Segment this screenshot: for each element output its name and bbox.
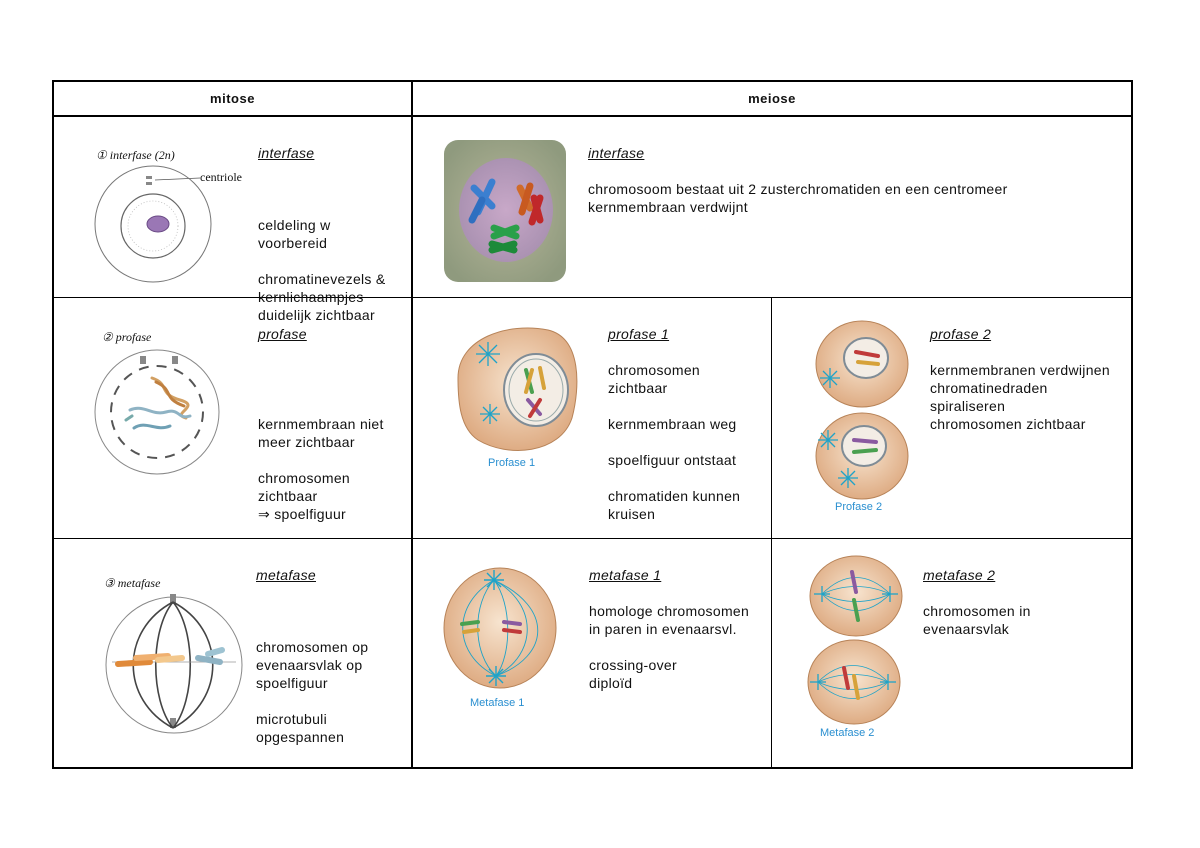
meiose-profase1-title: profase 1 bbox=[608, 326, 670, 342]
row-divider-1 bbox=[52, 297, 1133, 298]
meiose-interfase-text: chromosoom bestaat uit 2 zusterchromatid… bbox=[588, 181, 1008, 215]
mitose-interfase-text: celdeling w voorbereid chromatinevezels … bbox=[258, 217, 386, 323]
table-border-left bbox=[52, 80, 54, 769]
table-border-right bbox=[1131, 80, 1133, 769]
meiose-interfase-description: interfase chromosoom bestaat uit 2 zuste… bbox=[588, 126, 1128, 234]
meiose-metafase2-text: chromosomen in evenaarsvlak bbox=[923, 603, 1031, 637]
interfase-cell-drawing bbox=[94, 165, 212, 283]
mitose-interfase-description: interfase celdeling w voorbereid chromat… bbox=[258, 126, 408, 342]
meiose-interfase-title: interfase bbox=[588, 145, 645, 161]
meiose-metafase1-figure bbox=[443, 567, 557, 689]
header-divider bbox=[52, 115, 1133, 117]
mitose-interfase-title: interfase bbox=[258, 145, 315, 161]
meiose-metafase2-title: metafase 2 bbox=[923, 567, 996, 583]
meiose-profase2-figure bbox=[815, 320, 909, 500]
meiose-profase1-figure bbox=[457, 327, 578, 451]
mitose-profase-figure: ② profase bbox=[60, 320, 255, 485]
mitose-profase-description: profase kernmembraan niet meer zichtbaar… bbox=[258, 307, 408, 541]
meiose-profase2-text: kernmembranen verdwijnen chromatinedrade… bbox=[930, 362, 1110, 432]
metafase-cell-drawing bbox=[105, 594, 243, 734]
mitose-profase-title: profase bbox=[258, 326, 307, 342]
meiose-profase1-caption: Profase 1 bbox=[488, 457, 536, 469]
row-divider-2 bbox=[52, 538, 1133, 539]
centriole-callout: centriole bbox=[200, 170, 242, 184]
column-divider-meiose bbox=[771, 297, 772, 768]
meiose-metafase2-description: metafase 2 chromosomen in evenaarsvlak bbox=[923, 548, 1123, 656]
table-border-top bbox=[52, 80, 1133, 82]
meiose-metafase1-text: homologe chromosomen in paren in evenaar… bbox=[589, 603, 750, 691]
meiose-metafase2-caption: Metafase 2 bbox=[820, 727, 875, 739]
mitose-profase-text: kernmembraan niet meer zichtbaar chromos… bbox=[258, 416, 384, 522]
meiose-profase2-caption: Profase 2 bbox=[835, 501, 883, 513]
meiose-profase1-description: profase 1 chromosomen zichtbaar kernmemb… bbox=[608, 307, 768, 541]
meiose-metafase1-title: metafase 1 bbox=[589, 567, 662, 583]
meiose-metafase1-caption: Metafase 1 bbox=[470, 697, 525, 709]
meiose-metafase2-figure bbox=[807, 555, 903, 725]
meiose-profase2-description: profase 2 kernmembranen verdwijnen chrom… bbox=[930, 307, 1130, 451]
figure-label: ③ metafase bbox=[104, 576, 161, 590]
profase-cell-drawing bbox=[94, 349, 220, 475]
header-meiose: meiose bbox=[748, 91, 796, 106]
meiose-profase2-title: profase 2 bbox=[930, 326, 992, 342]
mitose-interfase-figure: ① interfase (2n) centriole bbox=[60, 120, 255, 290]
mitose-metafase-figure: ③ metafase bbox=[60, 570, 255, 750]
mitose-metafase-description: metafase chromosomen op evenaarsvlak op … bbox=[256, 548, 408, 764]
header-mitose: mitose bbox=[210, 91, 255, 106]
meiose-interfase-figure bbox=[444, 140, 566, 282]
column-divider-main bbox=[411, 80, 413, 769]
figure-label: ② profase bbox=[102, 330, 152, 344]
figure-label: ① interfase (2n) bbox=[96, 148, 175, 162]
mitose-metafase-text: chromosomen op evenaarsvlak op spoelfigu… bbox=[256, 639, 369, 745]
table-border-bottom bbox=[52, 767, 1133, 769]
meiose-metafase1-description: metafase 1 homologe chromosomen in paren… bbox=[589, 548, 769, 710]
mitose-metafase-title: metafase bbox=[256, 567, 316, 583]
meiose-profase1-text: chromosomen zichtbaar kernmembraan weg s… bbox=[608, 362, 741, 522]
